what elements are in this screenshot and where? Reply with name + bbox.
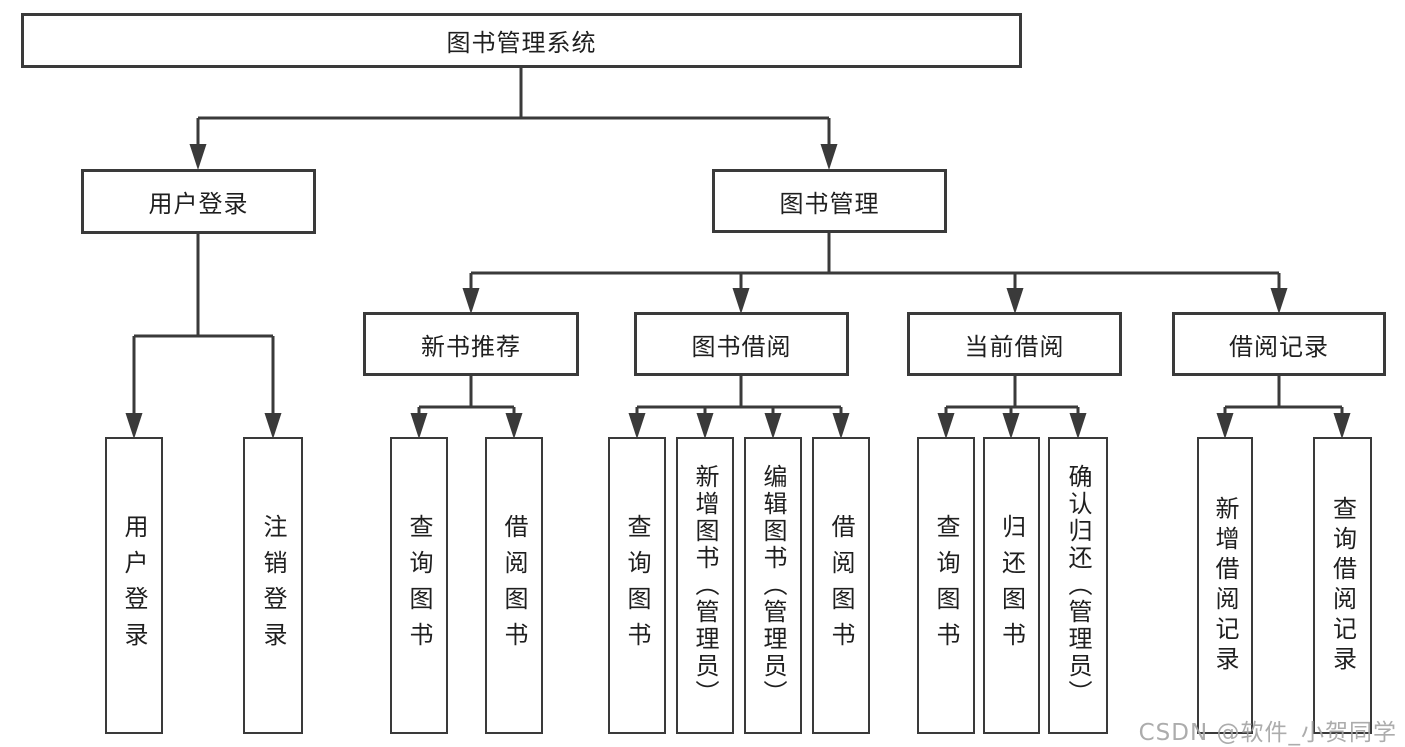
node-user-login-label: 用户登录: [148, 190, 249, 218]
node-book-borrow-label: 图书借阅: [691, 332, 792, 361]
leaf-bb-add-books-admin: 新增图书（管理员）: [676, 437, 734, 734]
leaf-cb-confirm-return-admin-label: 确认归还（管理员）: [1064, 464, 1092, 707]
leaf-br-add-borrow-record: 新增借阅记录: [1197, 437, 1253, 734]
node-book-management: 图书管理: [712, 169, 947, 233]
leaf-nbr-borrow-books-label: 借阅图书: [500, 513, 528, 658]
leaf-bb-query-books-label: 查询图书: [623, 513, 651, 658]
node-user-login: 用户登录: [81, 169, 316, 234]
leaf-br-add-borrow-record-label: 新增借阅记录: [1211, 495, 1239, 676]
leaf-cb-return-books: 归还图书: [983, 437, 1040, 734]
leaf-bb-edit-books-admin: 编辑图书（管理员）: [744, 437, 802, 734]
node-current-borrow: 当前借阅: [907, 312, 1122, 376]
leaf-bb-borrow-books: 借阅图书: [812, 437, 870, 734]
node-book-borrow: 图书借阅: [634, 312, 849, 376]
leaf-bb-borrow-books-label: 借阅图书: [827, 513, 855, 658]
node-root-label: 图书管理系统: [446, 29, 597, 57]
leaf-logout-label: 注销登录: [259, 513, 287, 658]
leaf-bb-edit-books-admin-label: 编辑图书（管理员）: [759, 464, 787, 707]
leaf-nbr-borrow-books: 借阅图书: [485, 437, 543, 734]
leaf-bb-query-books: 查询图书: [608, 437, 666, 734]
leaf-cb-confirm-return-admin: 确认归还（管理员）: [1048, 437, 1108, 734]
node-borrow-records: 借阅记录: [1172, 312, 1386, 376]
leaf-user-login: 用户登录: [105, 437, 163, 734]
leaf-cb-query-books-label: 查询图书: [932, 513, 960, 658]
node-borrow-records-label: 借阅记录: [1229, 332, 1329, 361]
leaf-bb-add-books-admin-label: 新增图书（管理员）: [691, 464, 719, 707]
node-root: 图书管理系统: [21, 13, 1022, 68]
node-new-book-recommend-label: 新书推荐: [421, 332, 521, 361]
leaf-nbr-query-books: 查询图书: [390, 437, 448, 734]
node-current-borrow-label: 当前借阅: [964, 332, 1065, 361]
leaf-br-query-borrow-record: 查询借阅记录: [1313, 437, 1372, 734]
node-new-book-recommend: 新书推荐: [363, 312, 579, 376]
node-book-management-label: 图书管理: [779, 189, 880, 218]
leaf-cb-return-books-label: 归还图书: [997, 513, 1026, 658]
watermark: CSDN @软件_小贺同学: [1138, 720, 1397, 746]
leaf-nbr-query-books-label: 查询图书: [405, 513, 433, 658]
leaf-user-login-label: 用户登录: [120, 513, 148, 658]
leaf-logout: 注销登录: [243, 437, 303, 734]
leaf-cb-query-books: 查询图书: [917, 437, 975, 734]
leaf-br-query-borrow-record-label: 查询借阅记录: [1328, 495, 1357, 676]
